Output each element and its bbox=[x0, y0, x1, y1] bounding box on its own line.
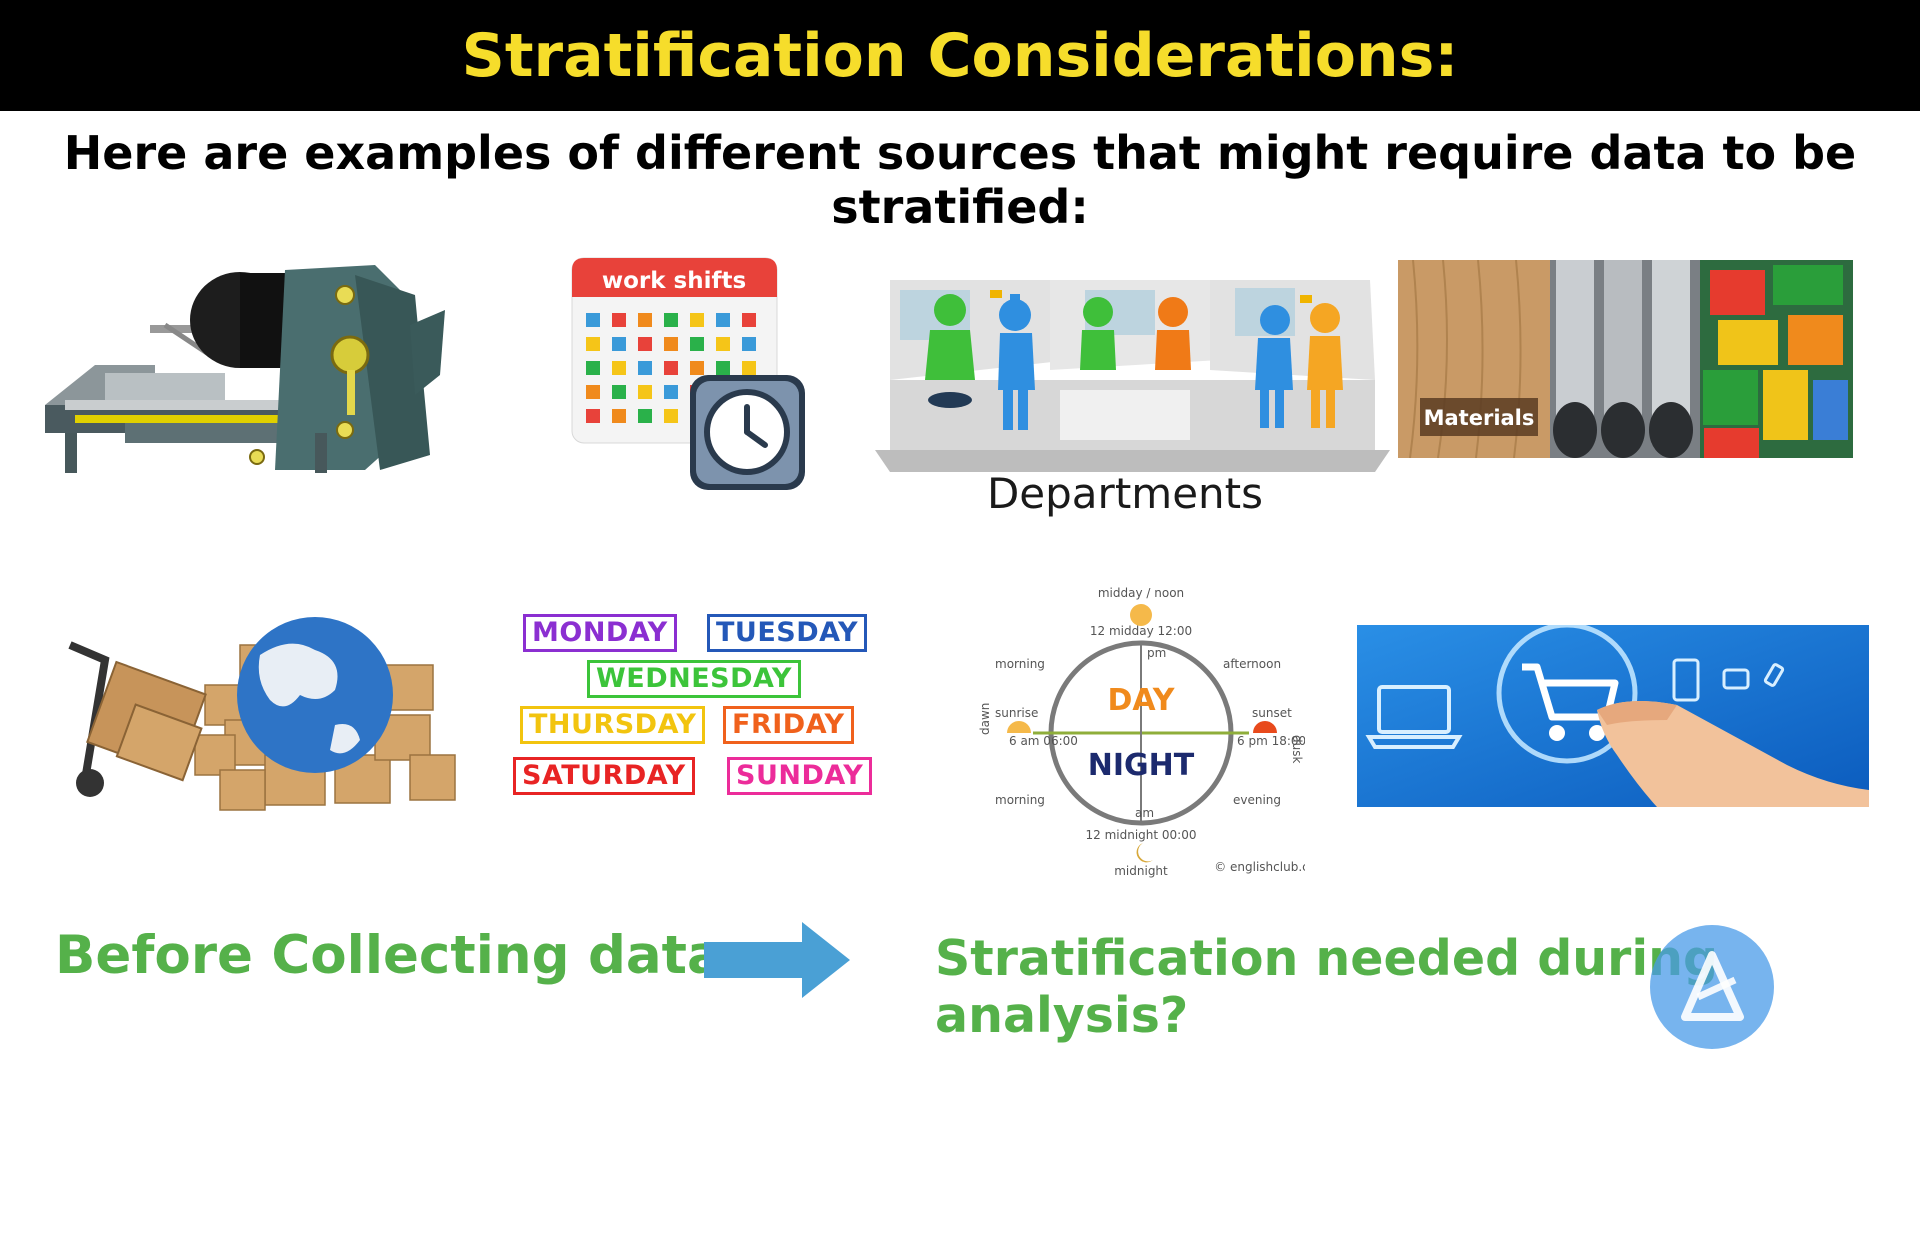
calendar-cell bbox=[664, 409, 678, 423]
day-thursday: THURSDAY bbox=[520, 706, 706, 744]
calendar-cell bbox=[742, 337, 756, 351]
slide-title: Stratification Considerations: bbox=[461, 20, 1459, 91]
calendar-cell bbox=[612, 361, 626, 375]
calendar-cell bbox=[690, 337, 704, 351]
ecommerce-image bbox=[1357, 625, 1869, 807]
calendar-cell bbox=[716, 361, 730, 375]
evening-label: evening bbox=[1233, 793, 1281, 807]
day-wednesday: WEDNESDAY bbox=[587, 660, 801, 698]
right-arrow-icon bbox=[704, 922, 850, 998]
calendar-cell bbox=[586, 409, 600, 423]
watermark-logo bbox=[1650, 925, 1774, 1049]
calendar-cell bbox=[664, 337, 678, 351]
calendar-cell bbox=[586, 361, 600, 375]
am-label: am bbox=[1135, 806, 1154, 820]
morning-bottom-label: morning bbox=[995, 793, 1045, 807]
calendar-cell bbox=[612, 313, 626, 327]
days-of-week-graphic: MONDAY TUESDAY WEDNESDAY THURSDAY FRIDAY… bbox=[505, 610, 885, 810]
calendar-cell bbox=[586, 385, 600, 399]
afternoon-label: afternoon bbox=[1223, 657, 1281, 671]
calendar-cell bbox=[638, 313, 652, 327]
calendar-cell bbox=[742, 361, 756, 375]
sunrise-label: sunrise bbox=[995, 706, 1038, 720]
day-tuesday: TUESDAY bbox=[707, 614, 868, 652]
shipping-globe-image bbox=[68, 617, 456, 811]
clock-bottom-label: midnight bbox=[1114, 864, 1168, 878]
day-saturday: SATURDAY bbox=[513, 757, 695, 795]
calendar-cell bbox=[664, 313, 678, 327]
calendar-cell bbox=[586, 337, 600, 351]
day-label: DAY bbox=[1108, 683, 1176, 718]
clock-bottom-time: 12 midnight 00:00 bbox=[1086, 828, 1197, 842]
day-friday: FRIDAY bbox=[723, 706, 854, 744]
work-shifts-calendar-icon: work shifts bbox=[571, 257, 805, 490]
calendar-cell bbox=[638, 409, 652, 423]
calendar-cell bbox=[742, 313, 756, 327]
sunset-label: sunset bbox=[1252, 706, 1292, 720]
morning-top-label: morning bbox=[995, 657, 1045, 671]
slide-subtitle: Here are examples of different sources t… bbox=[63, 126, 1857, 234]
departments-image: Departments bbox=[870, 240, 1390, 540]
departments-label: Departments bbox=[987, 469, 1263, 518]
clock-top-label: midday / noon bbox=[1098, 586, 1184, 600]
calendar-cell bbox=[612, 337, 626, 351]
before-collecting-text: Before Collecting data bbox=[55, 925, 723, 986]
day-sunday: SUNDAY bbox=[727, 757, 873, 795]
pm-label: pm bbox=[1147, 646, 1166, 660]
left-time-label: 6 am 06:00 bbox=[1009, 734, 1078, 748]
stratification-question-text: Stratification needed during analysis? bbox=[935, 930, 1719, 1044]
day-monday: MONDAY bbox=[523, 614, 677, 652]
dawn-label: dawn bbox=[978, 703, 992, 735]
calendar-cell bbox=[612, 409, 626, 423]
clock-top-time: 12 midday 12:00 bbox=[1090, 624, 1192, 638]
calendar-cell bbox=[716, 313, 730, 327]
calendar-cell bbox=[690, 313, 704, 327]
calendar-cell bbox=[638, 337, 652, 351]
calendar-cell bbox=[716, 337, 730, 351]
title-bar bbox=[0, 0, 1920, 111]
calendar-cell bbox=[638, 385, 652, 399]
calendar-cell bbox=[690, 361, 704, 375]
calendar-cell bbox=[586, 313, 600, 327]
calendar-cell bbox=[612, 385, 626, 399]
dusk-label: dusk bbox=[1290, 735, 1304, 763]
calendar-cell bbox=[638, 361, 652, 375]
work-shifts-label: work shifts bbox=[602, 268, 746, 294]
right-time-label: 6 pm 18:00 bbox=[1237, 734, 1305, 748]
calendar-cell bbox=[664, 361, 678, 375]
calendar-cell bbox=[664, 385, 678, 399]
materials-image: Materials bbox=[1398, 260, 1853, 458]
clock-credit: © englishclub.com bbox=[1214, 860, 1305, 874]
machine-image bbox=[45, 265, 445, 473]
day-night-clock-diagram: midday / noon 12 midday 12:00 DAY NIGHT … bbox=[978, 586, 1305, 878]
materials-label: Materials bbox=[1424, 406, 1535, 430]
night-label: NIGHT bbox=[1088, 748, 1195, 783]
